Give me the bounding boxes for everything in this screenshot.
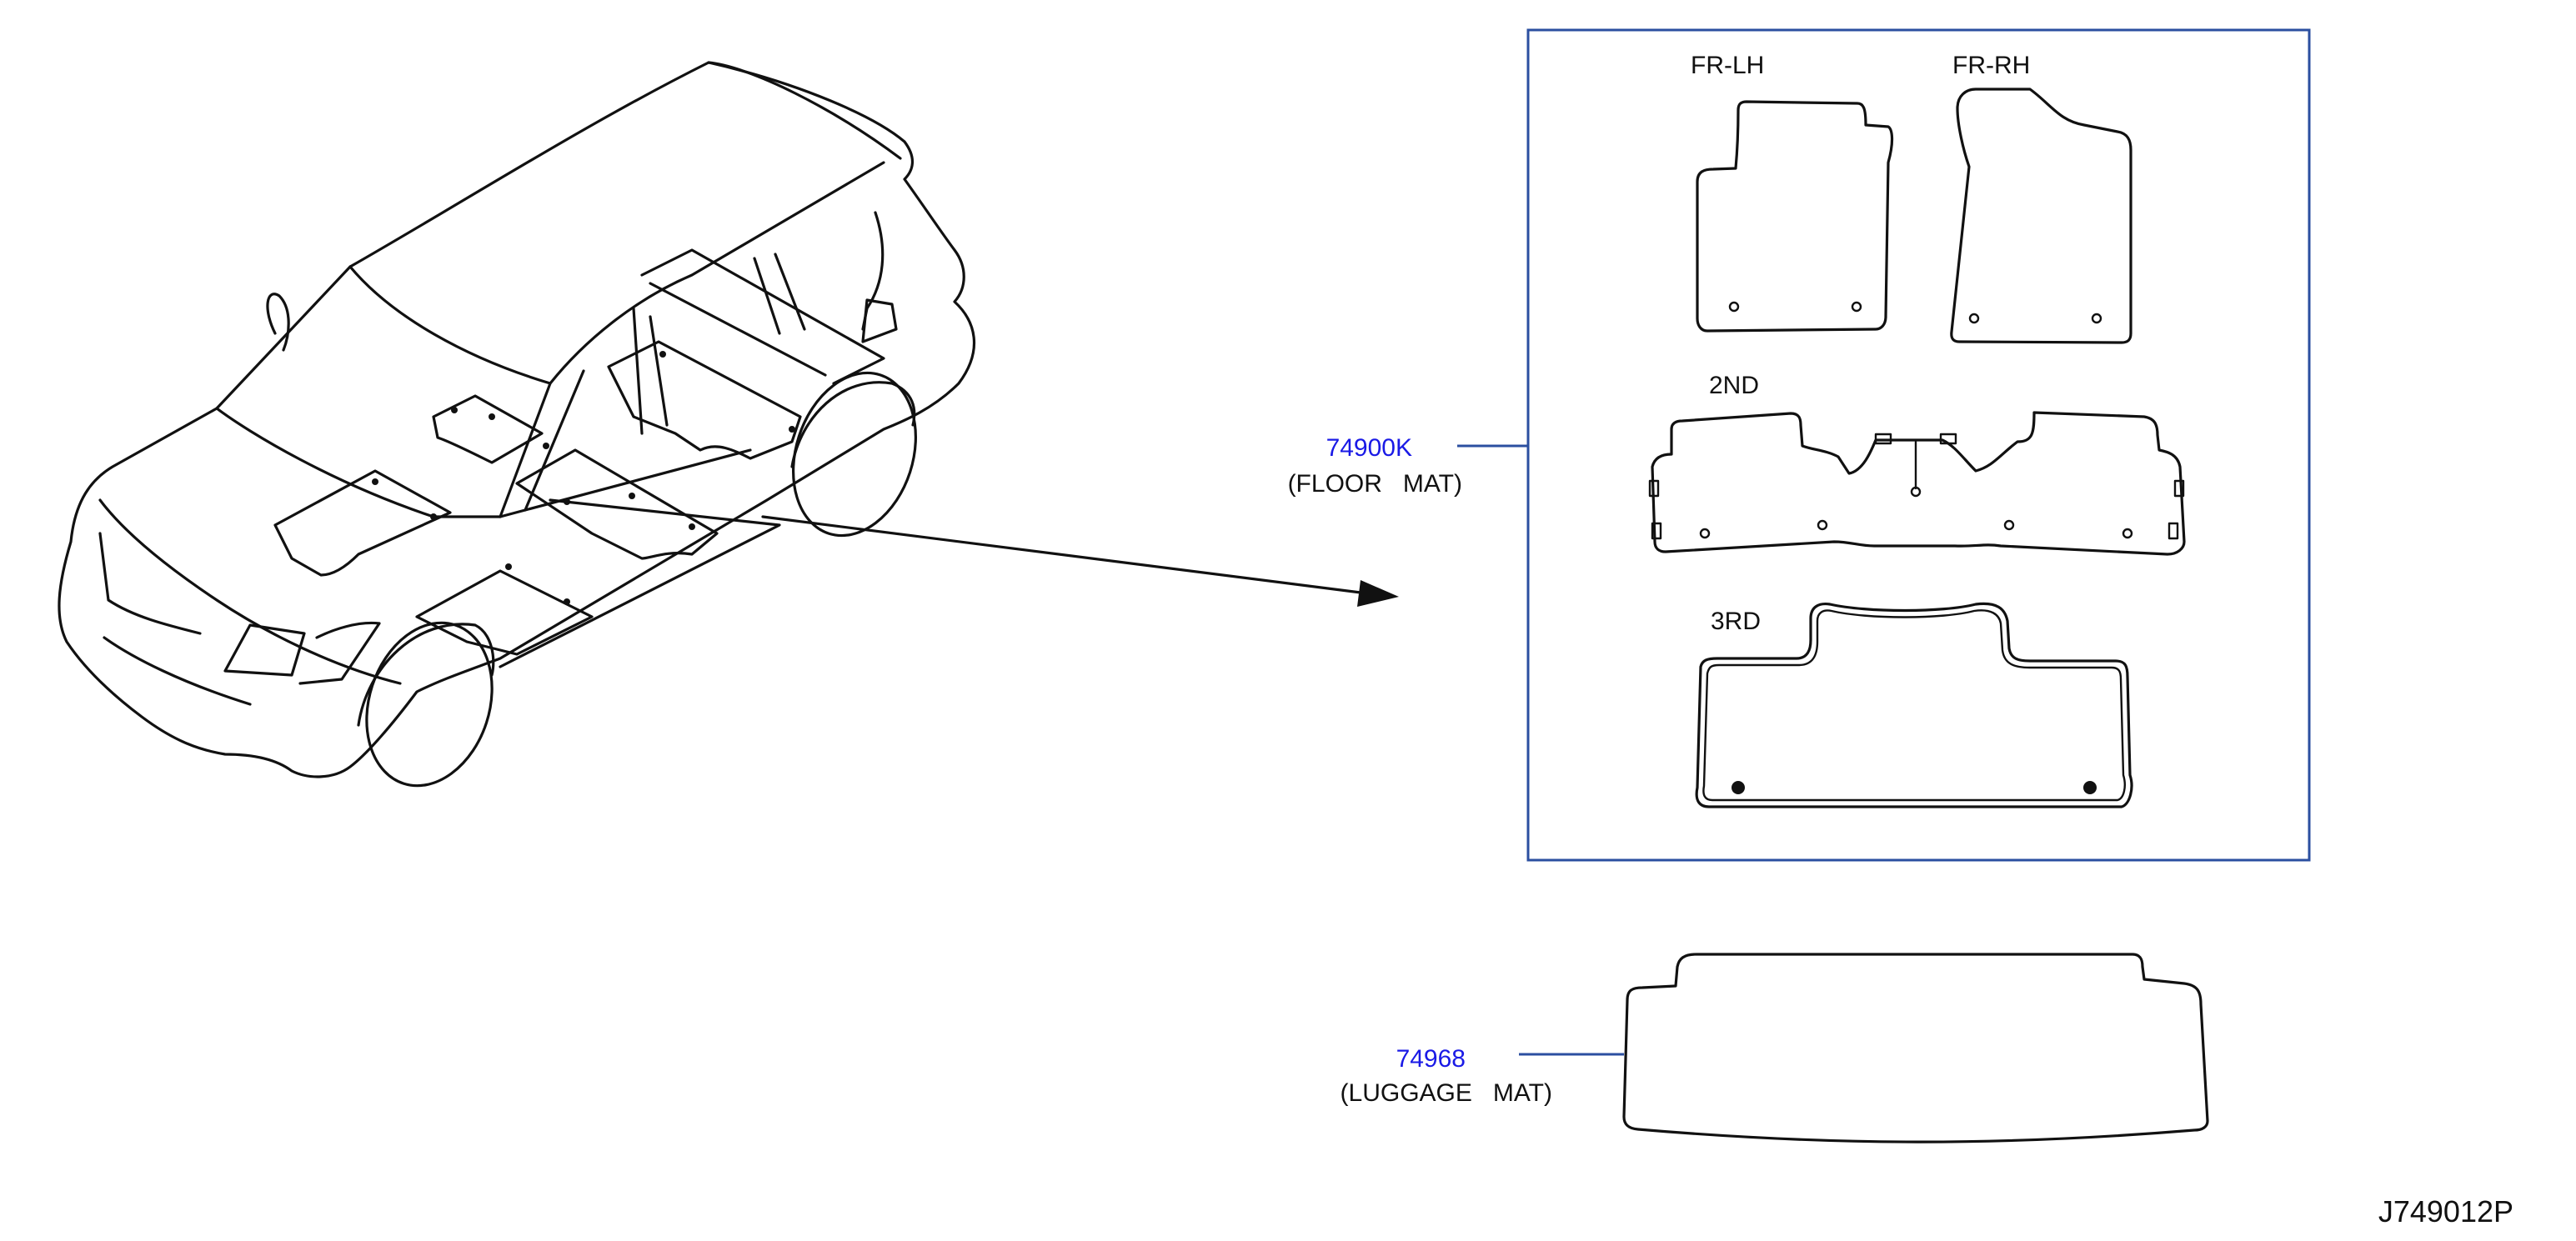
pointer-arrow <box>761 515 1399 607</box>
label-third-row: 3RD <box>1711 608 1761 635</box>
luggage-mat <box>1622 953 2209 1143</box>
front-left-mat <box>1696 100 1894 333</box>
luggage-mat-name: (LUGGAGE MAT) <box>1341 1079 1552 1107</box>
floor-mat-part-number[interactable]: 74900K <box>1326 434 1412 462</box>
front-right-mat <box>1950 88 2132 344</box>
floor-mat-frame <box>1526 28 2311 862</box>
label-front-right: FR-RH <box>1952 52 2030 79</box>
luggage-mat-part-number[interactable]: 74968 <box>1396 1045 1466 1073</box>
label-front-left: FR-LH <box>1691 52 1764 79</box>
third-row-mat <box>1695 602 2133 808</box>
vehicle-illustration <box>58 61 976 788</box>
label-second-row: 2ND <box>1709 372 1759 399</box>
floor-mat-name: (FLOOR MAT) <box>1288 470 1462 498</box>
second-row-mat <box>1648 411 2186 556</box>
figure-code: J749012P <box>2378 1194 2513 1228</box>
